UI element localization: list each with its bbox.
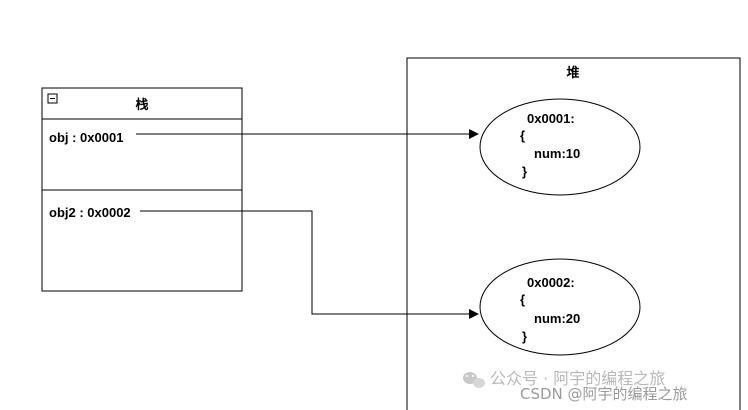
watermark-line2: CSDN @阿宇的编程之旅 xyxy=(520,385,688,403)
heap-object-2-open-brace: { xyxy=(520,292,525,307)
reference-arrow-obj2 xyxy=(140,210,479,319)
stack-row-obj-label: obj : 0x0001 xyxy=(49,130,123,145)
heap-object-2: 0x0002: { num:20 } xyxy=(479,258,641,356)
heap-object-1-close-brace: } xyxy=(522,164,527,179)
stack-row-obj2-label: obj2 : 0x0002 xyxy=(49,205,131,220)
watermark: 公众号 · 阿宇的编程之旅 CSDN @阿宇的编程之旅 xyxy=(463,369,688,403)
heap-frame xyxy=(406,57,741,410)
heap-object-2-address: 0x0002: xyxy=(527,275,575,290)
wechat-icon xyxy=(463,372,485,388)
heap-object-1-ellipse xyxy=(479,98,641,196)
heap-object-1-open-brace: { xyxy=(520,128,525,143)
heap-object-2-field: num:20 xyxy=(534,311,580,326)
collapse-icon[interactable] xyxy=(47,93,58,104)
stack-box: 栈 obj : 0x0001 obj2 : 0x0002 xyxy=(41,87,243,292)
heap-title: 堆 xyxy=(566,65,579,81)
watermark-line1: 公众号 · 阿宇的编程之旅 xyxy=(490,369,665,388)
heap-object-1-field: num:10 xyxy=(534,146,580,161)
heap-box: 堆 0x0001: { num:10 } 0x0002: { num:20 } xyxy=(406,57,741,410)
heap-object-1: 0x0001: { num:10 } xyxy=(479,98,641,196)
heap-object-2-close-brace: } xyxy=(522,329,527,344)
heap-object-1-address: 0x0001: xyxy=(527,111,575,126)
stack-title: 栈 xyxy=(135,97,148,113)
heap-object-2-ellipse xyxy=(479,258,641,356)
